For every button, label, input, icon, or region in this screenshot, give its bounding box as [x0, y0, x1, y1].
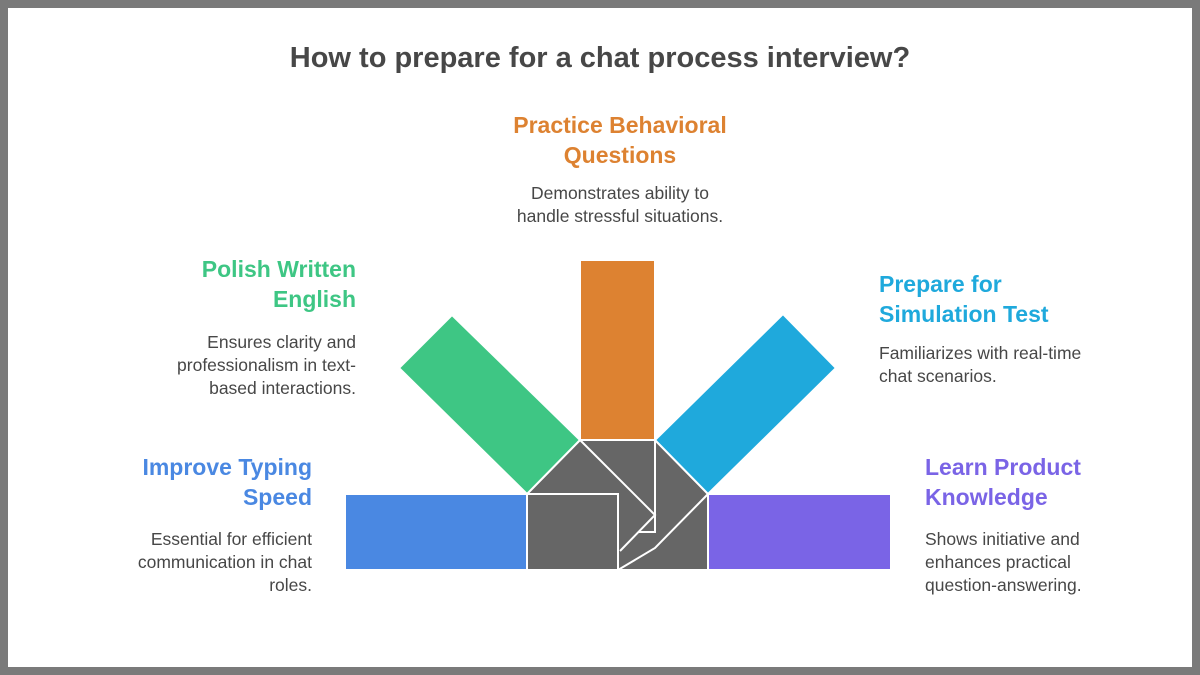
- typing-description: Essential for efficient communication in…: [137, 529, 312, 595]
- behavioral-bar: [579, 259, 656, 441]
- simulation-description: Familiarizes with real-time chat scenari…: [879, 343, 1082, 386]
- product-bar: [707, 493, 892, 571]
- product-description: Shows initiative and enhances practical …: [925, 529, 1082, 595]
- hub-inner-line-c: [527, 493, 619, 570]
- typing-bar: [344, 493, 528, 571]
- written-bar: [397, 313, 582, 496]
- behavioral-heading: Practice Behavioral Questions: [513, 112, 727, 168]
- hub-inner-line-d: [617, 493, 709, 571]
- written-heading: Polish Written English: [201, 256, 356, 312]
- hub-inner-line-b: [638, 440, 656, 533]
- written-description: Ensures clarity and professionalism in t…: [177, 332, 356, 398]
- fan-diagram: [344, 259, 892, 571]
- simulation-heading: Prepare for Simulation Test: [879, 271, 1049, 327]
- product-heading: Learn Product Knowledge: [925, 454, 1081, 510]
- behavioral-description: Demonstrates ability to handle stressful…: [516, 183, 724, 226]
- typing-heading: Improve Typing Speed: [142, 454, 312, 510]
- page-title: How to prepare for a chat process interv…: [289, 42, 911, 74]
- simulation-bar: [653, 312, 838, 496]
- diagram-frame: How to prepare for a chat process interv…: [8, 8, 1192, 667]
